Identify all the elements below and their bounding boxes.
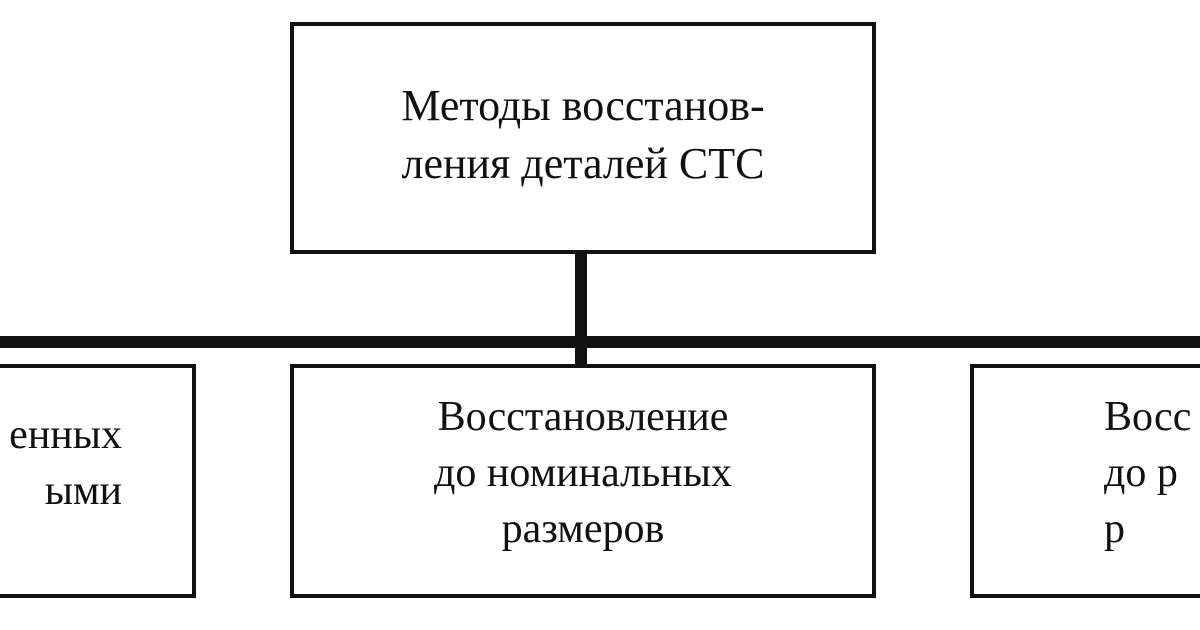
root-node-label: Методы восстанов- ления деталей СТС <box>401 81 765 188</box>
child-node-left-label: енных ыми <box>9 412 122 514</box>
child-node-left: енных ыми <box>0 364 196 598</box>
root-node: Методы восстанов- ления деталей СТС <box>290 22 876 254</box>
child-node-center: Восстановление до номинальных размеров <box>290 364 876 598</box>
horizontal-connector-bus <box>0 336 1200 348</box>
child-node-center-label: Восстановление до номинальных размеров <box>434 394 732 552</box>
vertical-connector <box>575 254 587 364</box>
child-node-right: Восс до р р <box>970 364 1200 598</box>
child-node-right-label: Восс до р р <box>1104 394 1192 552</box>
